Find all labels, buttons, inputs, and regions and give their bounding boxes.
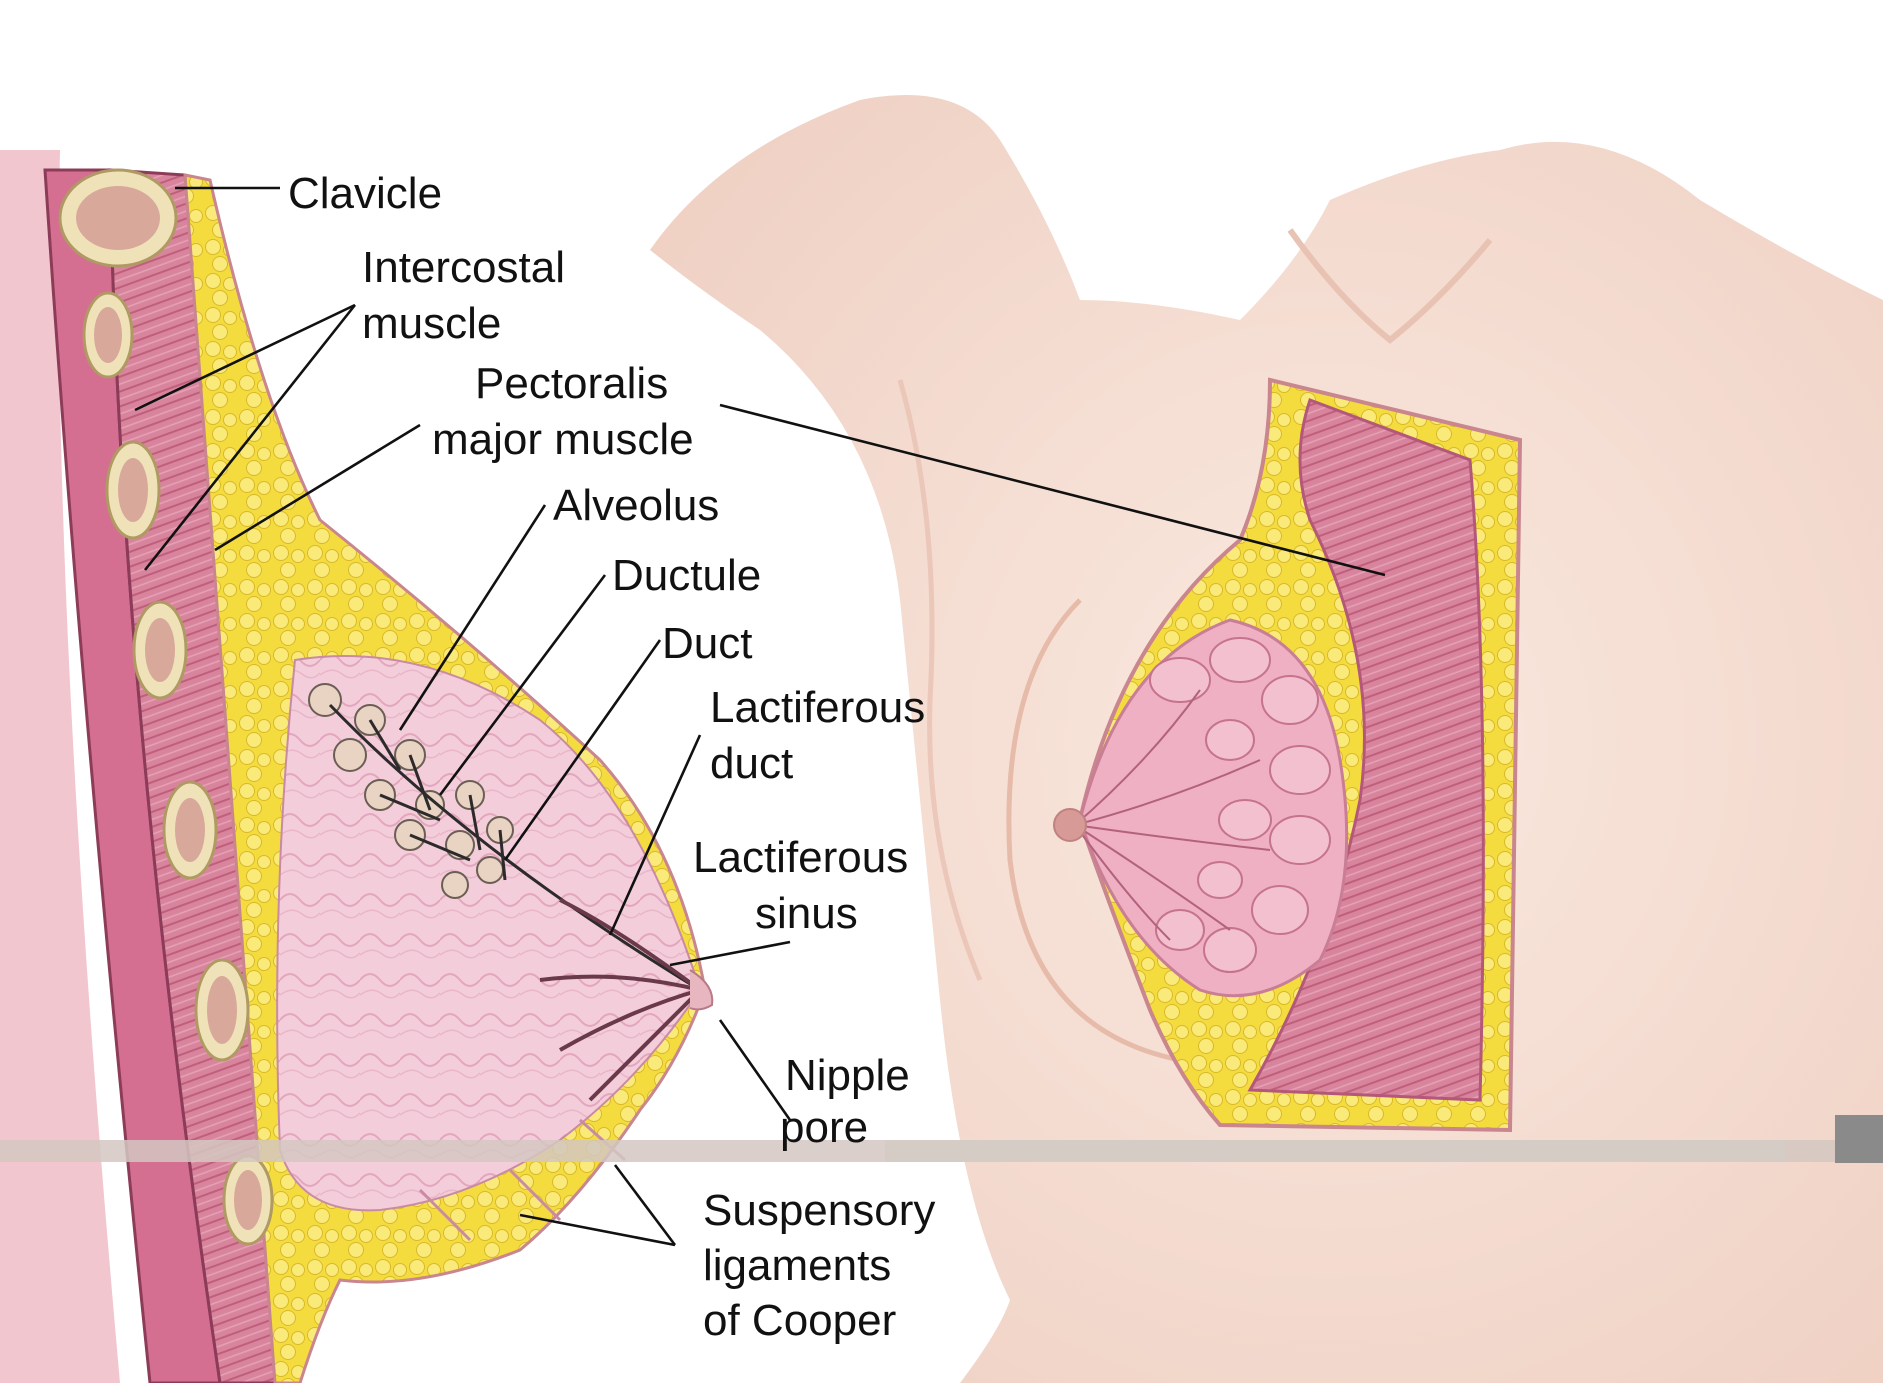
label-intercostal-line2: muscle	[362, 299, 501, 348]
label-suspensory-line1: Suspensory	[703, 1186, 935, 1235]
label-lactiferous-sinus-line2: sinus	[755, 889, 858, 938]
label-alveolus: Alveolus	[553, 481, 719, 530]
label-ductule: Ductule	[612, 551, 761, 600]
clavicle-marrow	[76, 186, 160, 250]
breast-gland	[277, 656, 700, 1210]
label-lactiferous-sinus-line1: Lactiferous	[693, 833, 908, 882]
label-duct: Duct	[662, 619, 752, 668]
label-nipple: Nipple	[785, 1051, 910, 1100]
label-lactiferous-duct-line1: Lactiferous	[710, 683, 925, 732]
leader-suspensory-1	[615, 1165, 675, 1245]
label-pectoralis-line2: major muscle	[432, 415, 694, 464]
label-suspensory-line3: of Cooper	[703, 1296, 896, 1345]
label-pore: pore	[780, 1103, 868, 1152]
label-pectoralis-line1: Pectoralis	[475, 359, 668, 408]
label-lactiferous-duct-line2: duct	[710, 739, 793, 788]
label-intercostal-line1: Intercostal	[362, 243, 565, 292]
label-clavicle: Clavicle	[288, 169, 442, 218]
label-suspensory-line2: ligaments	[703, 1241, 891, 1290]
nipple-right	[1054, 809, 1086, 841]
sagittal-section	[0, 150, 712, 1383]
